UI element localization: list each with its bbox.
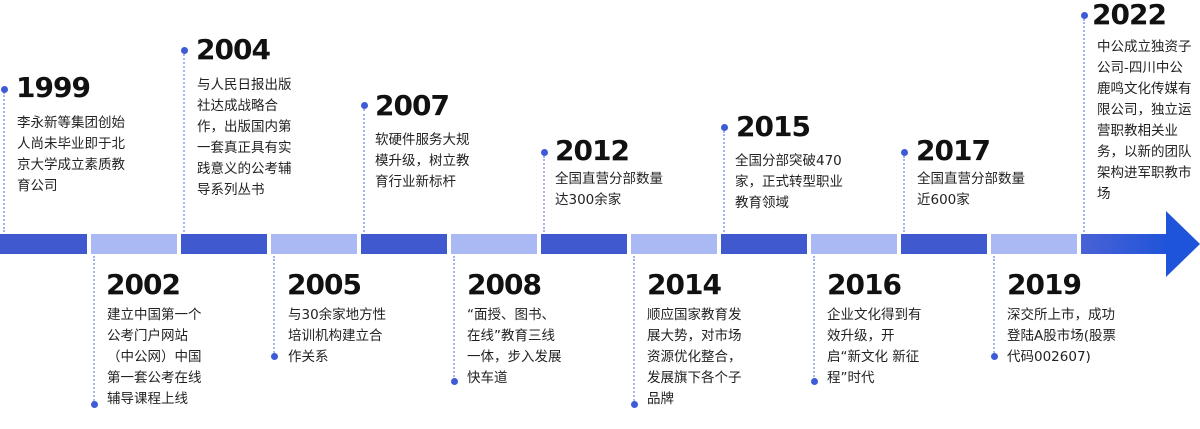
event-dot: [361, 102, 368, 109]
event-dot: [541, 149, 548, 156]
event-year: 2008: [467, 268, 542, 301]
timeline-segment: [991, 234, 1077, 254]
event-description: 软硬件服务大规模升级，树立教育行业新标杆: [375, 132, 470, 190]
event-dot: [181, 47, 188, 54]
event-connector: [903, 156, 905, 232]
event-connector: [1083, 19, 1085, 232]
timeline-segment: [631, 234, 717, 254]
event-description: 深交所上市，成功登陆A股市场(股票代码002607): [1007, 307, 1117, 365]
event-year: 2005: [287, 268, 362, 301]
event-connector: [3, 92, 5, 232]
timeline-segment: [0, 234, 87, 254]
event-description: 李永新等集团创始人尚未毕业即于北京大学成立素质教育公司: [17, 115, 125, 194]
event-description: 全国直营分部数量达300余家: [555, 171, 663, 208]
event-dot: [991, 353, 998, 360]
event-dot: [451, 378, 458, 385]
event-dot: [811, 378, 818, 385]
event-description: 中公成立独资子公司-四川中公鹿鸣文化传媒有限公司，独立运营职教相关业务，以新的团…: [1097, 39, 1192, 202]
event-dot: [631, 401, 638, 408]
event-connector: [363, 109, 365, 232]
event-year: 2019: [1007, 268, 1082, 301]
event-description: 建立中国第一个公考门户网站（中公网）中国第一套公考在线辅导课程上线: [107, 307, 202, 407]
event-year: 1999: [16, 71, 91, 104]
event-dot: [91, 401, 98, 408]
event-connector: [543, 156, 545, 232]
event-year: 2002: [106, 268, 181, 301]
timeline-segment: [361, 234, 447, 254]
timeline-segment: [91, 234, 177, 254]
event-connector: [723, 131, 725, 232]
event-connector: [273, 256, 275, 356]
timeline-segment: [901, 234, 987, 254]
timeline-segment: [451, 234, 537, 254]
event-connector: [93, 256, 95, 404]
event-connector: [183, 54, 185, 232]
event-year: 2015: [736, 110, 811, 143]
event-connector: [633, 256, 635, 404]
event-dot: [1, 86, 8, 93]
timeline-segment: [181, 234, 267, 254]
event-year: 2004: [196, 33, 271, 66]
event-year: 2017: [916, 134, 991, 167]
timeline-final-segment: [1081, 234, 1169, 254]
event-description: 全国直营分部数量近600家: [917, 171, 1025, 208]
event-connector: [453, 256, 455, 381]
event-year: 2022: [1092, 0, 1167, 31]
event-connector: [993, 256, 995, 356]
event-dot: [721, 124, 728, 131]
event-dot: [901, 149, 908, 156]
event-year: 2016: [827, 268, 902, 301]
timeline-segment: [721, 234, 807, 254]
event-description: 全国分部突破470家，正式转型职业教育领域: [735, 153, 843, 211]
timeline-arrow-head: [1166, 211, 1200, 277]
event-dot: [1081, 12, 1088, 19]
timeline-segment: [541, 234, 627, 254]
event-year: 2014: [647, 268, 722, 301]
event-connector: [813, 256, 815, 381]
event-year: 2012: [555, 134, 630, 167]
event-description: 与30余家地方性培训机构建立合作关系: [288, 307, 387, 365]
event-year: 2007: [375, 89, 450, 122]
event-dot: [271, 353, 278, 360]
event-description: 顺应国家教育发展大势，对市场资源优化整合，发展旗下各个子品牌: [647, 307, 742, 407]
event-description: “面授、图书、在线”教育三线一体，步入发展快车道: [467, 307, 562, 386]
event-description: 与人民日报出版社达成战略合作，出版国内第一套真正具有实践意义的公考辅导系列丛书: [197, 77, 292, 198]
timeline-segment: [811, 234, 897, 254]
timeline-segment: [271, 234, 357, 254]
event-description: 企业文化得到有效升级，开启“新文化 新征程”时代: [827, 307, 922, 386]
